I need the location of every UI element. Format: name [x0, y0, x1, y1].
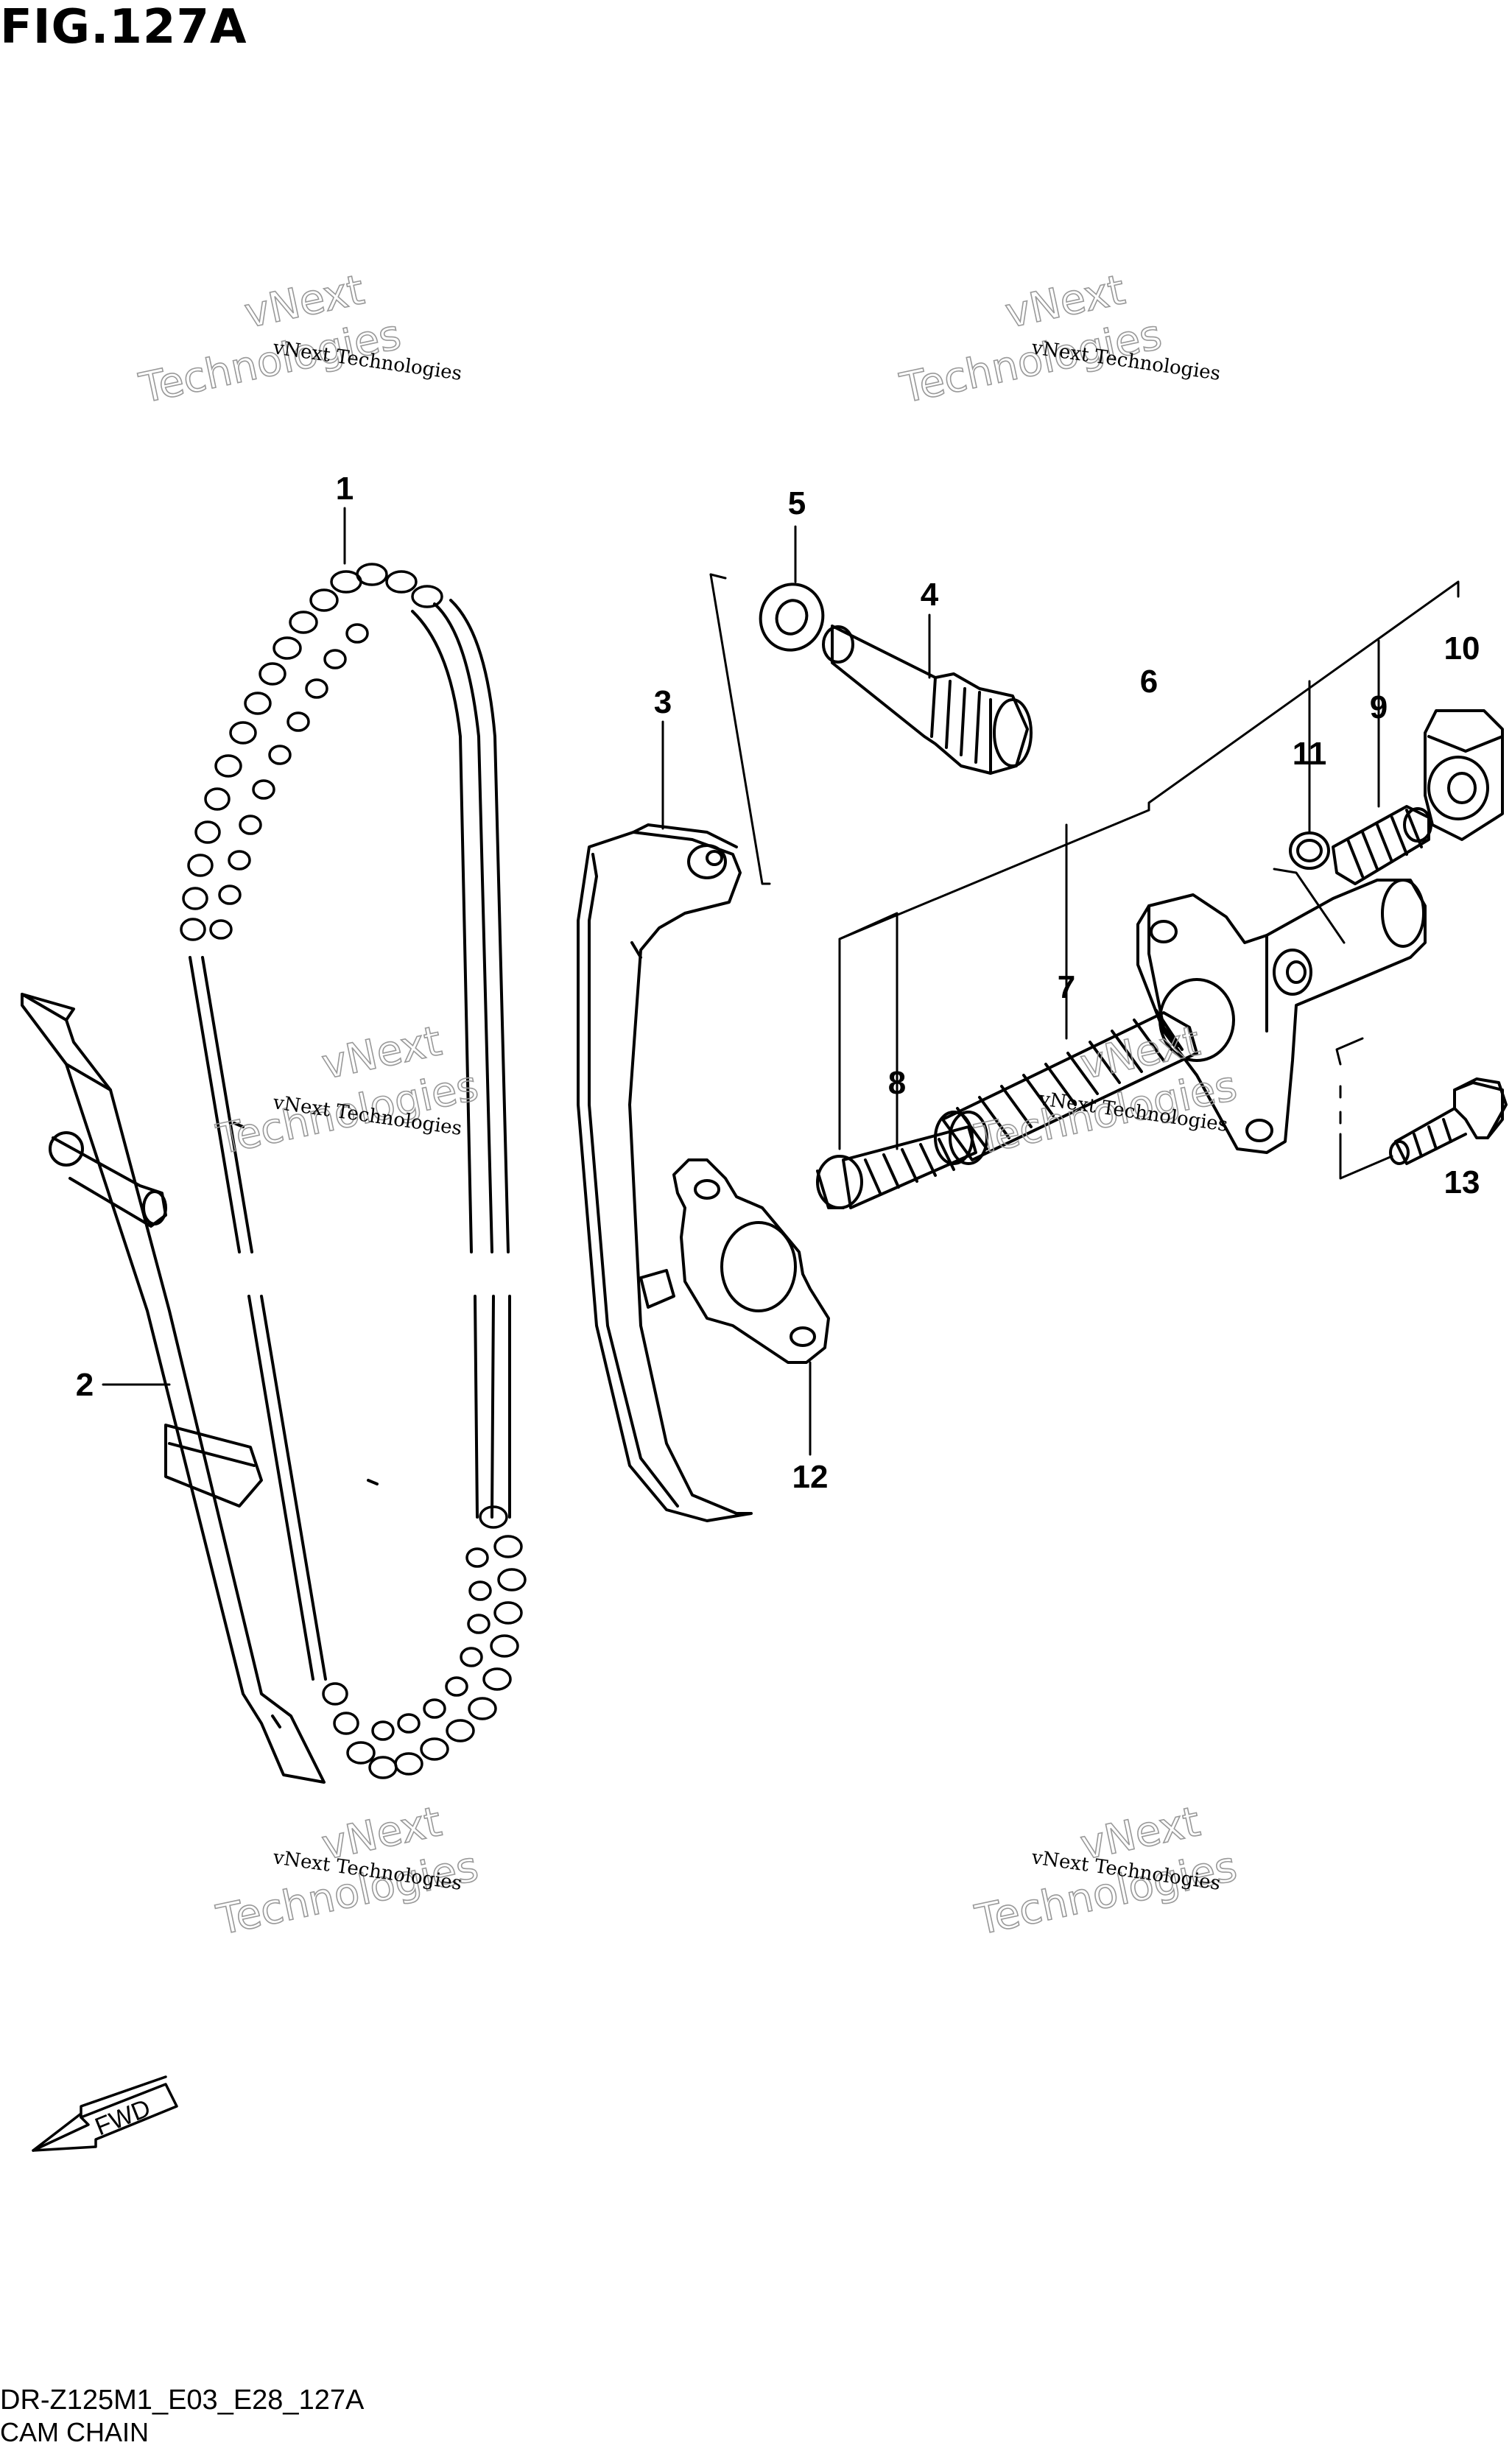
tensioner-bolt [822, 625, 1033, 775]
callout-numbers: 1 2 3 4 5 6 7 8 9 10 11 12 13 [76, 471, 1480, 1495]
chain-guide [21, 993, 326, 1784]
o-ring [1289, 831, 1330, 870]
callout-5: 5 [788, 485, 806, 521]
tensioner-body [1136, 879, 1427, 1154]
watermarks: vNext Technologies vNext Technologies vN… [135, 265, 1242, 1945]
callout-11: 11 [1293, 736, 1327, 772]
tensioner-spring-small [1332, 805, 1432, 885]
callout-7: 7 [1058, 969, 1075, 1005]
callout-1: 1 [336, 471, 354, 507]
figure-title: FIG.127A [0, 0, 247, 54]
callout-12: 12 [792, 1459, 829, 1495]
callout-6: 6 [1140, 664, 1158, 700]
cam-chain [180, 563, 527, 1779]
callout-10: 10 [1444, 630, 1480, 666]
callout-8: 8 [888, 1065, 906, 1101]
callout-2: 2 [76, 1367, 94, 1403]
gasket [672, 1158, 830, 1364]
figure-name: CAM CHAIN [0, 2417, 150, 2447]
callout-4: 4 [921, 577, 939, 613]
cap-nut [1424, 709, 1504, 841]
tensioner-plunger [816, 1125, 977, 1209]
mounting-bolt [1389, 1077, 1508, 1165]
callout-3: 3 [654, 684, 672, 720]
fwd-arrow-icon [32, 2075, 178, 2152]
callout-13: 13 [1444, 1164, 1480, 1200]
chain-tensioner-arm [577, 823, 753, 1522]
washer [759, 583, 825, 652]
callout-9: 9 [1370, 689, 1388, 725]
figure-code: DR-Z125M1_E03_E28_127A [0, 2385, 365, 2416]
